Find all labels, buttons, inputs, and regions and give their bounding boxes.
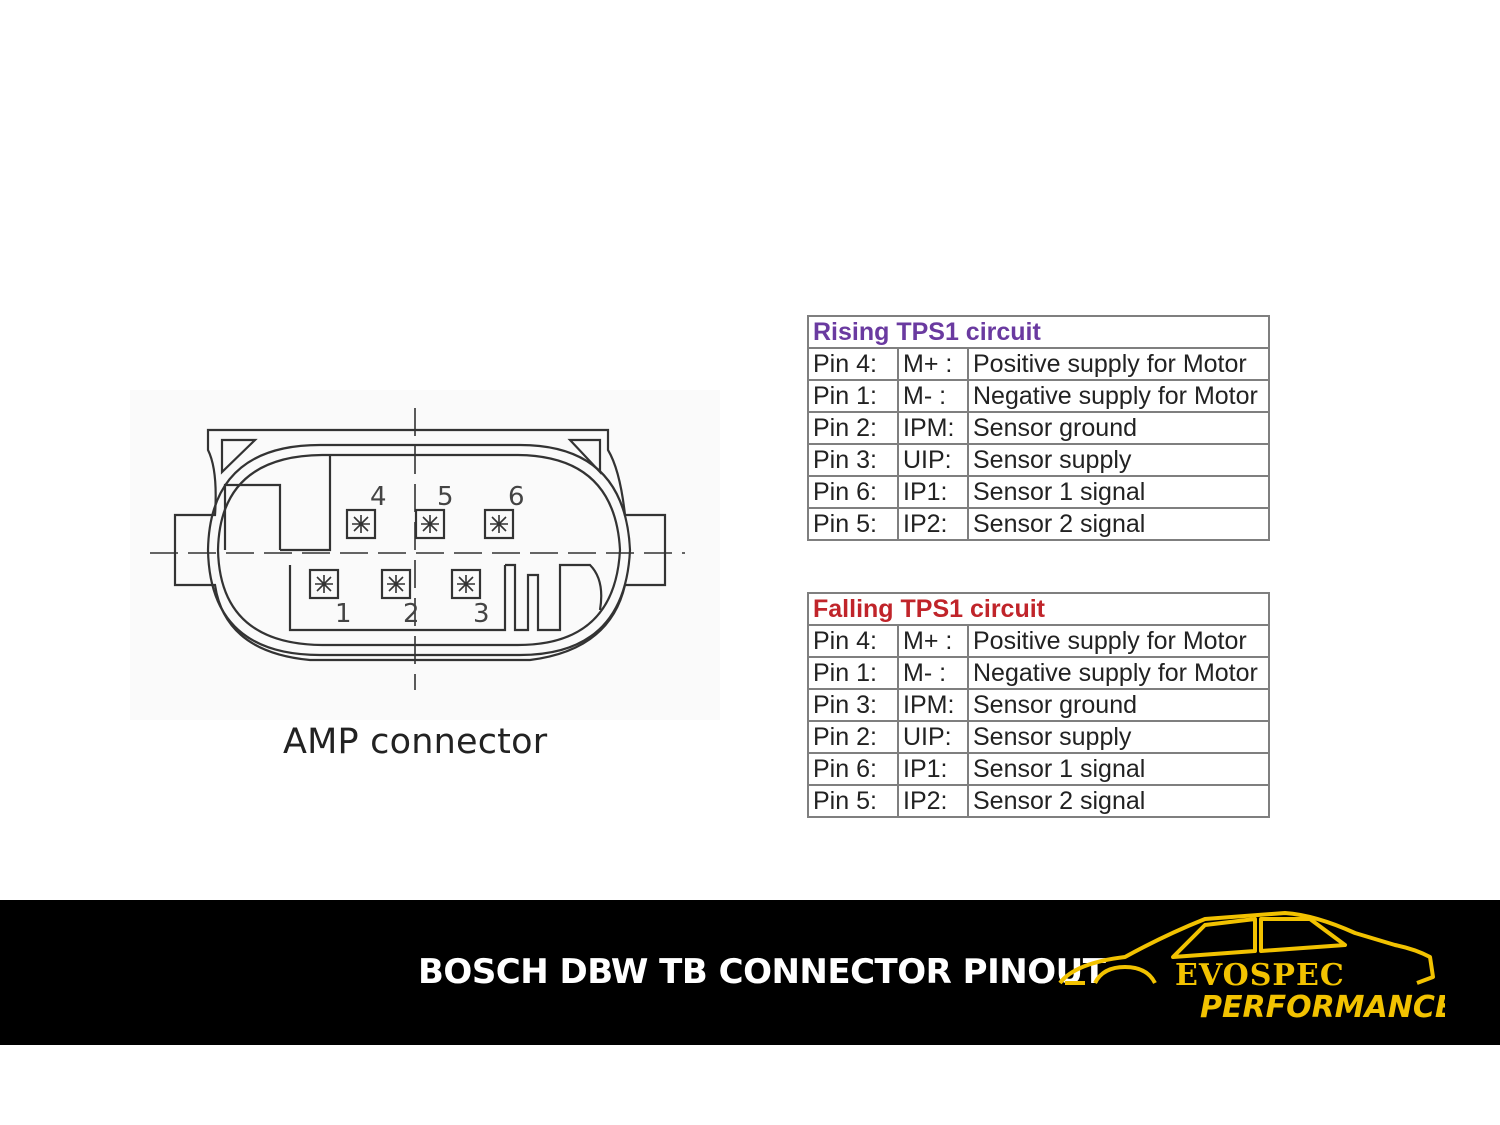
signal-code-cell: IP1: — [897, 475, 969, 509]
falling-tps1-table: Falling TPS1 circuit Pin 4:M+ :Positive … — [807, 592, 1270, 818]
pin-number-cell: Pin 5: — [807, 507, 899, 541]
pin-number-cell: Pin 3: — [807, 443, 899, 477]
diagram-caption: AMP connector — [283, 722, 548, 762]
description-cell: Sensor 2 signal — [967, 784, 1270, 818]
description-cell: Sensor ground — [967, 411, 1270, 445]
connector-oval-inner — [216, 453, 622, 647]
table-row: Pin 4:M+ :Positive supply for Motor — [807, 624, 1270, 658]
signal-code-cell: M- : — [897, 379, 969, 413]
description-cell: Negative supply for Motor — [967, 656, 1270, 690]
pin-label-1: 1 — [335, 599, 352, 629]
pin-4-terminal — [345, 508, 377, 540]
pin-label-5: 5 — [437, 482, 454, 512]
pin-label-4: 4 — [370, 482, 387, 512]
pin-number-cell: Pin 6: — [807, 752, 899, 786]
table-row: Pin 3:IPM:Sensor ground — [807, 688, 1270, 722]
pin-number-cell: Pin 2: — [807, 411, 899, 445]
signal-code-cell: UIP: — [897, 443, 969, 477]
logo-text-evospec: EVOSPEC — [1175, 958, 1345, 993]
pin-1-terminal — [308, 568, 340, 600]
signal-code-cell: M+ : — [897, 347, 969, 381]
description-cell: Positive supply for Motor — [967, 347, 1270, 381]
pin-number-cell: Pin 4: — [807, 624, 899, 658]
description-cell: Sensor 1 signal — [967, 475, 1270, 509]
description-cell: Positive supply for Motor — [967, 624, 1270, 658]
pin-label-2: 2 — [403, 599, 420, 629]
signal-code-cell: IP2: — [897, 507, 969, 541]
table-row: Pin 6:IP1:Sensor 1 signal — [807, 752, 1270, 786]
table-row: Pin 5:IP2:Sensor 2 signal — [807, 507, 1270, 541]
table-row: Pin 2:IPM:Sensor ground — [807, 411, 1270, 445]
signal-code-cell: IPM: — [897, 688, 969, 722]
description-cell: Sensor 2 signal — [967, 507, 1270, 541]
amp-connector-drawing: 4 5 6 1 2 3 — [150, 408, 685, 690]
pin-number-cell: Pin 2: — [807, 720, 899, 754]
pin-label-3: 3 — [473, 599, 490, 629]
pin-number-cell: Pin 1: — [807, 656, 899, 690]
pin-number-cell: Pin 5: — [807, 784, 899, 818]
signal-code-cell: UIP: — [897, 720, 969, 754]
description-cell: Negative supply for Motor — [967, 379, 1270, 413]
logo-text-performance: PERFORMANCE — [1200, 990, 1445, 1025]
rising-table-title: Rising TPS1 circuit — [807, 315, 1270, 349]
table-row: Pin 2:UIP:Sensor supply — [807, 720, 1270, 754]
pin-2-terminal — [380, 568, 412, 600]
table-row: Pin 1:M- :Negative supply for Motor — [807, 656, 1270, 690]
table-row: Pin 3:UIP:Sensor supply — [807, 443, 1270, 477]
description-cell: Sensor 1 signal — [967, 752, 1270, 786]
rising-tps1-table: Rising TPS1 circuit Pin 4:M+ :Positive s… — [807, 315, 1270, 541]
pin-number-cell: Pin 4: — [807, 347, 899, 381]
pin-6-terminal — [483, 508, 515, 540]
description-cell: Sensor supply — [967, 720, 1270, 754]
latch-right — [567, 438, 602, 475]
table-row: Pin 1:M- :Negative supply for Motor — [807, 379, 1270, 413]
connector-oval-outer — [206, 443, 632, 657]
signal-code-cell: IP2: — [897, 784, 969, 818]
signal-code-cell: IPM: — [897, 411, 969, 445]
table-row: Pin 4:M+ :Positive supply for Motor — [807, 347, 1270, 381]
latch-left — [220, 438, 258, 475]
pin-number-cell: Pin 1: — [807, 379, 899, 413]
logo-car-outline — [1058, 911, 1435, 985]
pin-5-terminal — [414, 508, 446, 540]
pin-3-terminal — [450, 568, 482, 600]
pin-number-cell: Pin 3: — [807, 688, 899, 722]
evospec-logo: EVOSPEC PERFORMANCE — [1058, 911, 1445, 1025]
description-cell: Sensor ground — [967, 688, 1270, 722]
signal-code-cell: M- : — [897, 656, 969, 690]
falling-table-title: Falling TPS1 circuit — [807, 592, 1270, 626]
table-row: Pin 6:IP1:Sensor 1 signal — [807, 475, 1270, 509]
signal-code-cell: M+ : — [897, 624, 969, 658]
footer-title: BOSCH DBW TB CONNECTOR PINOUT — [418, 952, 1106, 992]
pin-label-6: 6 — [508, 482, 525, 512]
signal-code-cell: IP1: — [897, 752, 969, 786]
table-row: Pin 5:IP2:Sensor 2 signal — [807, 784, 1270, 818]
pin-number-cell: Pin 6: — [807, 475, 899, 509]
footer-bar — [0, 900, 1500, 1045]
description-cell: Sensor supply — [967, 443, 1270, 477]
